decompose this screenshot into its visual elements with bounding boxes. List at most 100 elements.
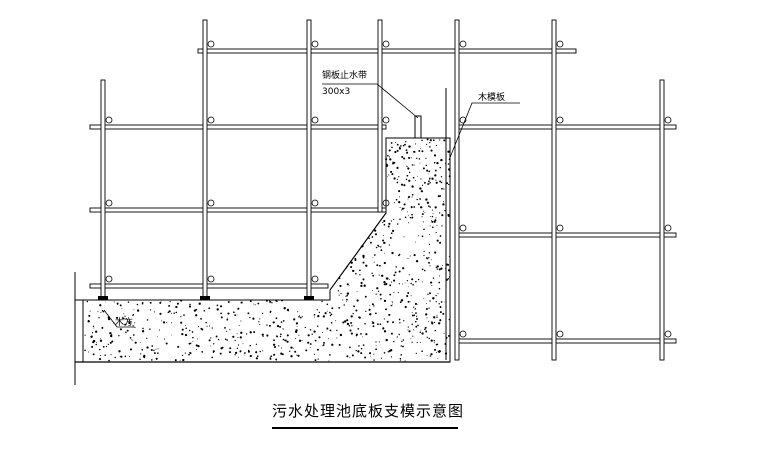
concrete-speckle bbox=[193, 309, 197, 312]
concrete-speckle bbox=[398, 254, 400, 257]
concrete-speckle bbox=[338, 294, 340, 296]
concrete-speckle bbox=[197, 344, 200, 348]
concrete-speckle bbox=[174, 359, 177, 362]
concrete-speckle bbox=[425, 307, 428, 311]
concrete-speckle bbox=[360, 284, 363, 288]
concrete-speckle bbox=[436, 314, 438, 316]
concrete-speckle bbox=[331, 343, 334, 346]
concrete-speckle bbox=[432, 212, 434, 214]
concrete-speckle bbox=[283, 307, 286, 310]
wood-formwork bbox=[329, 88, 451, 362]
concrete-speckle bbox=[217, 338, 220, 341]
concrete-speckle bbox=[255, 357, 259, 360]
concrete-speckle bbox=[425, 164, 428, 167]
coupler-ring bbox=[311, 40, 319, 48]
concrete-speckle bbox=[430, 149, 433, 152]
concrete-speckle bbox=[426, 317, 428, 319]
concrete-speckle bbox=[407, 326, 409, 328]
concrete-speckle bbox=[443, 139, 446, 142]
concrete-speckle bbox=[438, 287, 441, 290]
concrete-speckle bbox=[211, 327, 213, 329]
concrete-speckle bbox=[356, 290, 358, 292]
concrete-speckle bbox=[262, 350, 264, 352]
concrete-speckle bbox=[435, 301, 437, 303]
concrete-speckle bbox=[380, 298, 382, 300]
concrete-speckle bbox=[421, 332, 424, 335]
concrete-speckle bbox=[238, 356, 239, 358]
concrete-speckle bbox=[92, 325, 95, 328]
concrete-speckle bbox=[426, 201, 430, 204]
concrete-speckle bbox=[413, 314, 416, 316]
concrete-speckle bbox=[188, 305, 192, 308]
concrete-speckle bbox=[411, 196, 413, 198]
coupler-ring bbox=[556, 116, 564, 124]
concrete-speckle bbox=[109, 341, 112, 344]
concrete-speckle bbox=[150, 348, 153, 352]
concrete-speckle bbox=[388, 156, 391, 158]
concrete-speckle bbox=[410, 338, 412, 340]
concrete-speckle bbox=[343, 304, 345, 306]
concrete-speckle bbox=[189, 303, 191, 306]
concrete-speckle bbox=[434, 251, 437, 254]
concrete-speckle bbox=[286, 308, 290, 312]
concrete-speckle bbox=[401, 340, 403, 343]
concrete-speckle bbox=[373, 359, 375, 361]
concrete-speckle bbox=[401, 283, 403, 285]
concrete-speckle bbox=[157, 348, 159, 350]
concrete-speckle bbox=[440, 176, 443, 178]
concrete-speckle bbox=[141, 348, 144, 351]
coupler-ring bbox=[556, 224, 564, 232]
concrete-speckle bbox=[421, 150, 424, 153]
concrete-speckle bbox=[352, 313, 354, 315]
concrete-speckle bbox=[383, 261, 386, 265]
concrete-speckle bbox=[371, 272, 373, 275]
concrete-speckle bbox=[433, 161, 436, 164]
concrete-speckle bbox=[339, 284, 342, 288]
concrete-speckle bbox=[229, 347, 232, 350]
concrete-speckle bbox=[118, 335, 120, 337]
concrete-speckle bbox=[351, 325, 353, 327]
concrete-speckle bbox=[244, 352, 246, 354]
concrete-speckle bbox=[261, 333, 264, 336]
concrete-speckle bbox=[363, 284, 366, 287]
concrete-speckle bbox=[383, 299, 387, 303]
concrete-speckle bbox=[398, 200, 401, 204]
concrete-speckle bbox=[417, 324, 419, 327]
concrete-speckle bbox=[412, 335, 414, 337]
concrete-speckle bbox=[331, 307, 334, 310]
concrete-speckle bbox=[239, 336, 242, 339]
concrete-speckle bbox=[411, 312, 413, 314]
concrete-speckle bbox=[417, 175, 419, 177]
concrete-speckle bbox=[213, 343, 215, 345]
concrete-speckle bbox=[269, 357, 272, 360]
concrete-speckle bbox=[407, 286, 409, 288]
concrete-speckle bbox=[388, 222, 391, 225]
concrete-speckle bbox=[383, 330, 387, 333]
concrete-speckle bbox=[101, 326, 104, 329]
concrete-speckle bbox=[151, 345, 154, 347]
concrete-speckle bbox=[408, 274, 410, 276]
concrete-speckle bbox=[399, 359, 401, 361]
concrete-speckle bbox=[259, 318, 261, 320]
concrete-speckle bbox=[253, 331, 256, 334]
concrete-speckle bbox=[402, 345, 404, 348]
concrete-speckle bbox=[421, 184, 424, 186]
concrete-speckle bbox=[379, 264, 381, 267]
concrete-speckle bbox=[436, 316, 438, 318]
concrete-speckle bbox=[420, 206, 423, 209]
coupler-ring bbox=[207, 40, 215, 48]
concrete-speckle bbox=[398, 318, 401, 321]
concrete-speckle bbox=[282, 328, 284, 330]
concrete-speckle bbox=[388, 244, 391, 246]
concrete-speckle bbox=[259, 323, 261, 326]
concrete-speckle bbox=[365, 264, 368, 267]
concrete-speckle bbox=[134, 341, 137, 344]
concrete-speckle bbox=[402, 267, 405, 270]
concrete-speckle bbox=[116, 316, 119, 319]
concrete-speckle bbox=[183, 314, 185, 316]
concrete-speckle bbox=[158, 329, 161, 331]
concrete-speckle bbox=[411, 164, 414, 166]
concrete-speckle bbox=[189, 351, 191, 354]
concrete-speckle bbox=[294, 350, 297, 353]
concrete-speckle bbox=[188, 342, 191, 345]
